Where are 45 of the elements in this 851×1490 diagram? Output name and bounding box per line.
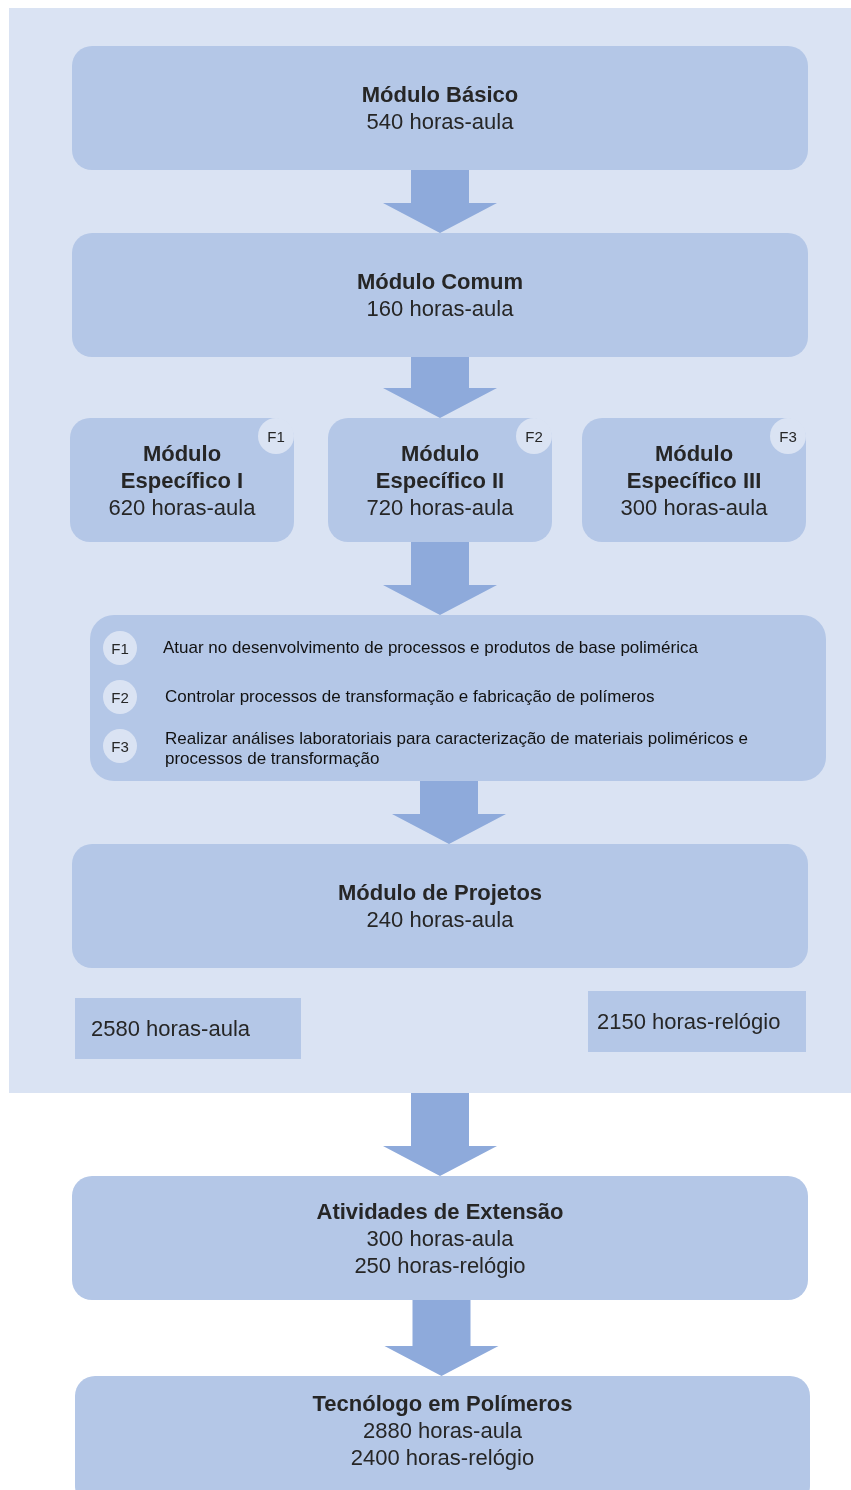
module-box <box>70 418 294 542</box>
competency-text: Atuar no desenvolvimento de processos e produtos de base polimérica <box>163 638 699 658</box>
total-box: 2150 horas-relógio <box>588 991 806 1052</box>
competency-text: Realizar análises laboratoriais para caracterização de materiais poliméricos e processos de transformação <box>165 729 749 769</box>
block-arrow <box>383 357 497 418</box>
badge-circle: F2 <box>516 418 552 454</box>
module-title: Módulo Básico <box>361 81 519 108</box>
background-panel <box>9 8 851 1093</box>
module-title: Tecnólogo em Polímeros <box>312 1390 573 1417</box>
module-box <box>72 46 808 170</box>
badge-circle: F2 <box>103 680 137 714</box>
block-arrow <box>384 1300 499 1376</box>
hours-text: 2880 horas-aula <box>363 1417 522 1444</box>
block-arrow <box>383 1093 497 1176</box>
hours-text: 2400 horas-relógio <box>350 1444 535 1471</box>
hours-text: 160 horas-aula <box>366 295 514 322</box>
module-title: Atividades de Extensão <box>316 1197 564 1225</box>
module-title: Módulo Específico II <box>374 439 506 494</box>
module-title: Módulo Específico III <box>625 439 763 494</box>
hours-text: 540 horas-aula <box>366 108 514 135</box>
hours-text: 250 horas-relógio <box>354 1251 526 1279</box>
competency-panel <box>90 615 826 781</box>
total-box: 2580 horas-aula <box>75 998 301 1059</box>
competency-text: Controlar processos de transformação e fabricação de polímeros <box>165 687 656 707</box>
block-arrow <box>392 781 506 844</box>
hours-text: 240 horas-aula <box>366 906 514 933</box>
badge-circle: F3 <box>770 418 806 454</box>
hours-text: 300 horas-aula <box>366 1224 514 1252</box>
hours-text: 720 horas-aula <box>366 493 514 521</box>
module-box <box>72 844 808 968</box>
hours-text: 300 horas-aula <box>620 493 768 521</box>
block-arrow <box>383 542 497 615</box>
module-box <box>72 233 808 357</box>
module-box <box>75 1376 810 1490</box>
badge-circle: F1 <box>258 418 294 454</box>
badge-circle: F3 <box>103 729 137 763</box>
badge-circle: F1 <box>103 631 137 665</box>
hours-text: 620 horas-aula <box>108 493 256 521</box>
block-arrow <box>383 170 497 233</box>
module-box <box>72 1176 808 1300</box>
module-box <box>582 418 806 542</box>
module-title: Módulo Comum <box>356 268 524 295</box>
module-title: Módulo Específico I <box>119 439 245 494</box>
module-title: Módulo de Projetos <box>337 879 543 906</box>
module-box <box>328 418 552 542</box>
